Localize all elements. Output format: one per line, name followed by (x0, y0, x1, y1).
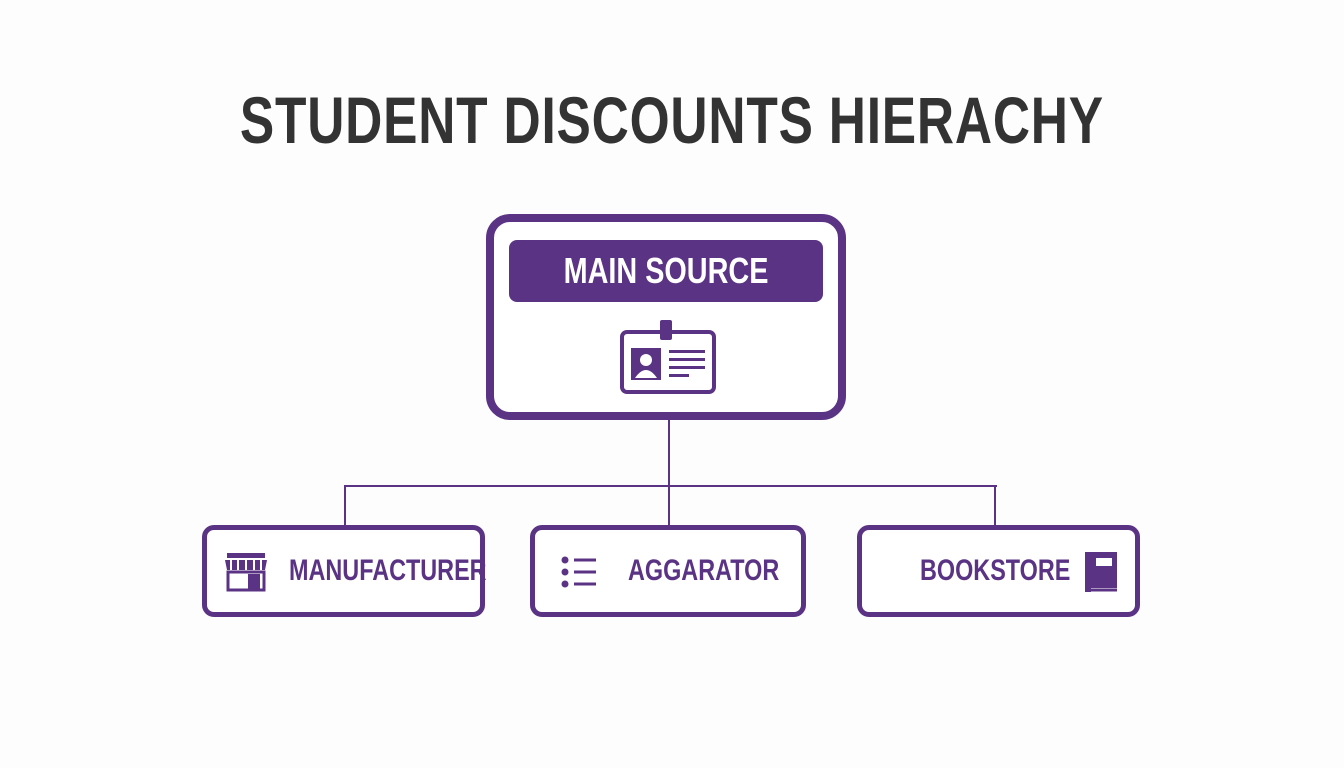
connector-manufacturer (344, 485, 346, 527)
child-label: AGGARATOR (628, 554, 780, 587)
root-node-main-source: MAIN SOURCE (486, 214, 846, 420)
child-label: MANUFACTURER (289, 554, 487, 587)
storefront-icon (225, 553, 267, 592)
title-text: STUDENT DISCOUNTS HIERACHY (239, 83, 1105, 157)
connector-trunk (668, 420, 670, 486)
list-icon (561, 556, 596, 588)
book-icon (1085, 552, 1117, 592)
child-node-bookstore: BOOKSTORE (857, 525, 1140, 617)
child-label: BOOKSTORE (920, 554, 1071, 587)
child-node-manufacturer: MANUFACTURER (202, 525, 487, 617)
connector-bus (345, 485, 997, 487)
root-node-header: MAIN SOURCE (509, 240, 823, 302)
connector-aggarator (668, 485, 670, 527)
diagram-title: STUDENT DISCOUNTS HIERACHY (0, 82, 1344, 158)
connector-bookstore (994, 485, 996, 527)
child-node-aggarator: AGGARATOR (530, 525, 806, 617)
id-badge-icon (620, 320, 716, 394)
root-node-label: MAIN SOURCE (563, 250, 769, 291)
